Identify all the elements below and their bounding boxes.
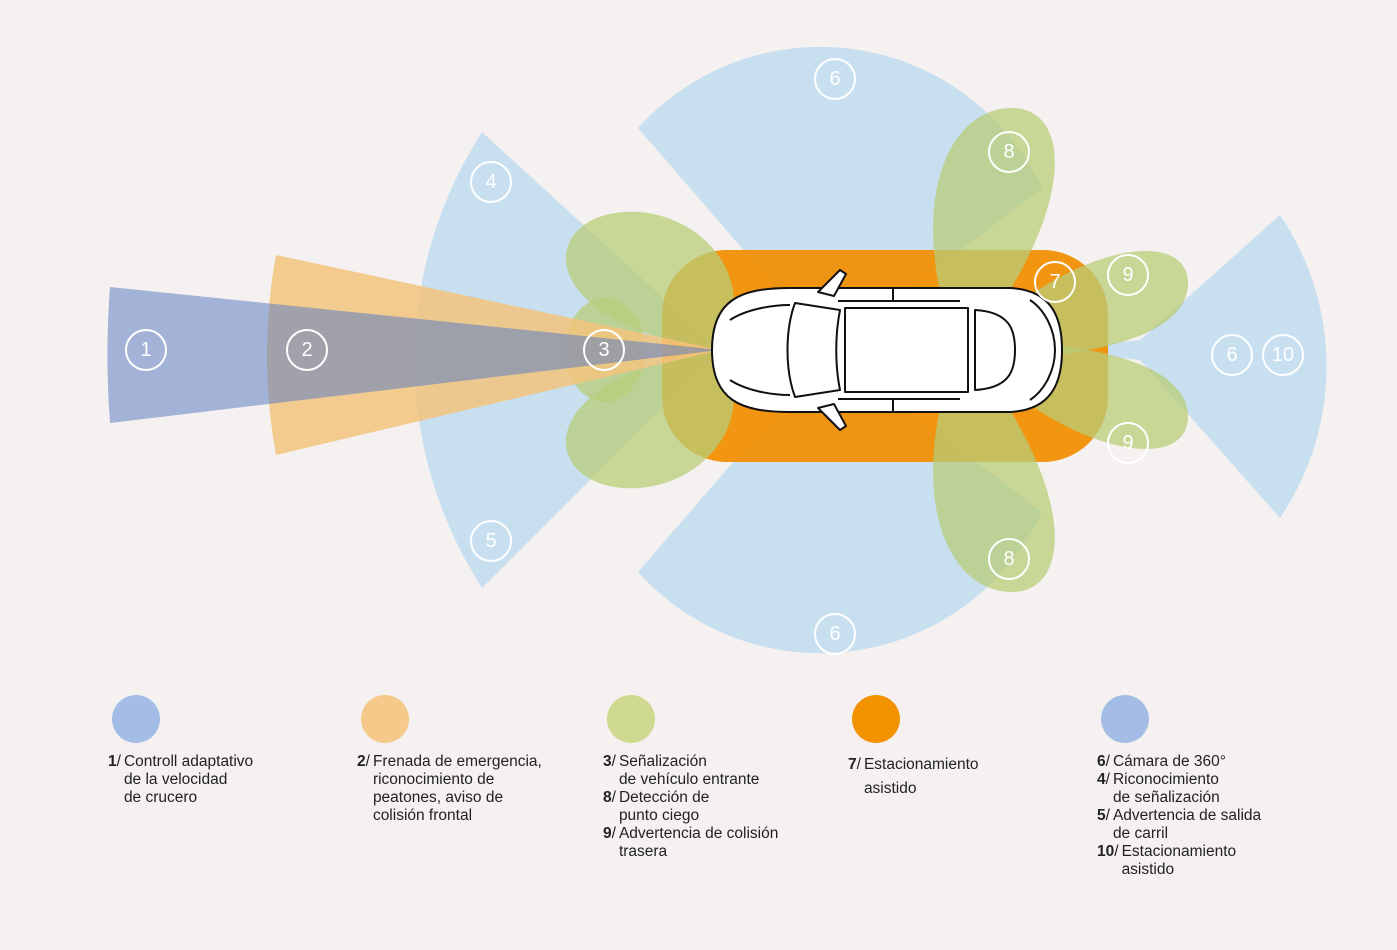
legend-swatch-light-blue	[1101, 695, 1149, 743]
legend-group-1: 1/Controll adaptativo de la velocidad de…	[108, 695, 348, 807]
zone-label-7: 7	[1049, 271, 1060, 293]
legend-separator: /	[1105, 807, 1110, 824]
legend-text: Cámara de 360°	[1112, 753, 1226, 770]
legend-group-5: 6/Cámara de 360° 4/Riconocimiento de señ…	[1097, 695, 1337, 879]
legend-separator: /	[611, 753, 616, 770]
zone-label-6-bottom: 6	[829, 623, 840, 645]
legend-entry: 8/Detección de punto ciego	[603, 789, 843, 825]
legend-text: Advertencia de salida de carril	[1112, 807, 1262, 842]
zone-6-top-shape	[638, 46, 1042, 350]
legend-separator: /	[611, 789, 616, 806]
legend-number: 7	[848, 756, 857, 773]
legend-text: Estacionamiento asistido	[863, 756, 979, 797]
legend-separator: /	[365, 753, 370, 770]
zone-label-1: 1	[140, 339, 151, 361]
zone-label-8-top: 8	[1003, 141, 1014, 163]
legend-number: 2	[357, 753, 366, 770]
legend-number: 5	[1097, 807, 1106, 824]
legend-group-3: 3/Señalización de vehículo entrante 8/De…	[603, 695, 843, 861]
legend-separator: /	[1114, 843, 1119, 860]
coverage-map: 1 2 3 4 5 6 6 8 8 7 9 9 6 10	[107, 46, 1327, 655]
zone-label-5: 5	[485, 530, 496, 552]
zone-label-9-top: 9	[1122, 264, 1133, 286]
zone-label-10: 10	[1272, 344, 1294, 366]
zone-3-top-lobe	[565, 211, 734, 350]
zone-6-bottom-shape	[638, 350, 1042, 654]
legend-entry: 5/Advertencia de salida de carril	[1097, 807, 1337, 843]
zone-6-10-rear-shape	[1050, 215, 1327, 518]
legend-entry: 9/Advertencia de colisión trasera	[603, 825, 843, 861]
legend-swatch-orange	[852, 695, 900, 743]
legend-text: Señalización de vehículo entrante	[618, 753, 760, 788]
legend-number: 10	[1097, 843, 1115, 860]
legend-number: 1	[108, 753, 117, 770]
legend-number: 4	[1097, 771, 1106, 788]
zone-label-4: 4	[485, 171, 496, 193]
legend-entry: 1/Controll adaptativo de la velocidad de…	[108, 753, 348, 807]
legend-group-4: 7/Estacionamiento asistido	[848, 695, 1088, 801]
legend-text: Advertencia de colisión trasera	[618, 825, 779, 860]
legend-number: 8	[603, 789, 612, 806]
legend-separator: /	[611, 825, 616, 842]
zone-1-shape	[107, 287, 721, 423]
legend-swatch-blue	[112, 695, 160, 743]
legend-text: Riconocimiento de señalización	[1112, 771, 1220, 806]
legend-entry: 6/Cámara de 360°	[1097, 753, 1337, 771]
zone-label-9-bottom: 9	[1122, 432, 1133, 454]
zone-3-bottom-lobe	[565, 350, 734, 489]
legend-entry: 7/Estacionamiento asistido	[848, 753, 1088, 801]
legend-swatch-light-orange	[361, 695, 409, 743]
legend-separator: /	[1105, 771, 1110, 788]
car-icon	[711, 269, 1063, 431]
zone-label-6-rear: 6	[1226, 344, 1237, 366]
zone-label-3: 3	[598, 339, 609, 361]
legend-entry: 4/Riconocimiento de señalización	[1097, 771, 1337, 807]
legend-number: 3	[603, 753, 612, 770]
zone-label-8-bottom: 8	[1003, 548, 1014, 570]
legend-number: 6	[1097, 753, 1106, 770]
zone-label-6-top: 6	[829, 68, 840, 90]
legend-entry: 10/Estacionamiento asistido	[1097, 843, 1337, 879]
legend-group-2: 2/Frenada de emergencia, riconocimiento …	[357, 695, 597, 825]
legend-entry: 2/Frenada de emergencia, riconocimiento …	[357, 753, 597, 825]
legend-swatch-green	[607, 695, 655, 743]
legend-entry: 3/Señalización de vehículo entrante	[603, 753, 843, 789]
legend-text: Detección de punto ciego	[618, 789, 710, 824]
legend-text: Frenada de emergencia, riconocimiento de…	[372, 753, 542, 824]
legend-separator: /	[1105, 753, 1110, 770]
legend-separator: /	[116, 753, 121, 770]
legend-text: Controll adaptativo de la velocidad de c…	[123, 753, 254, 806]
zone-label-2: 2	[301, 339, 312, 361]
legend-separator: /	[856, 756, 861, 773]
legend-text: Estacionamiento asistido	[1121, 843, 1237, 878]
legend-number: 9	[603, 825, 612, 842]
